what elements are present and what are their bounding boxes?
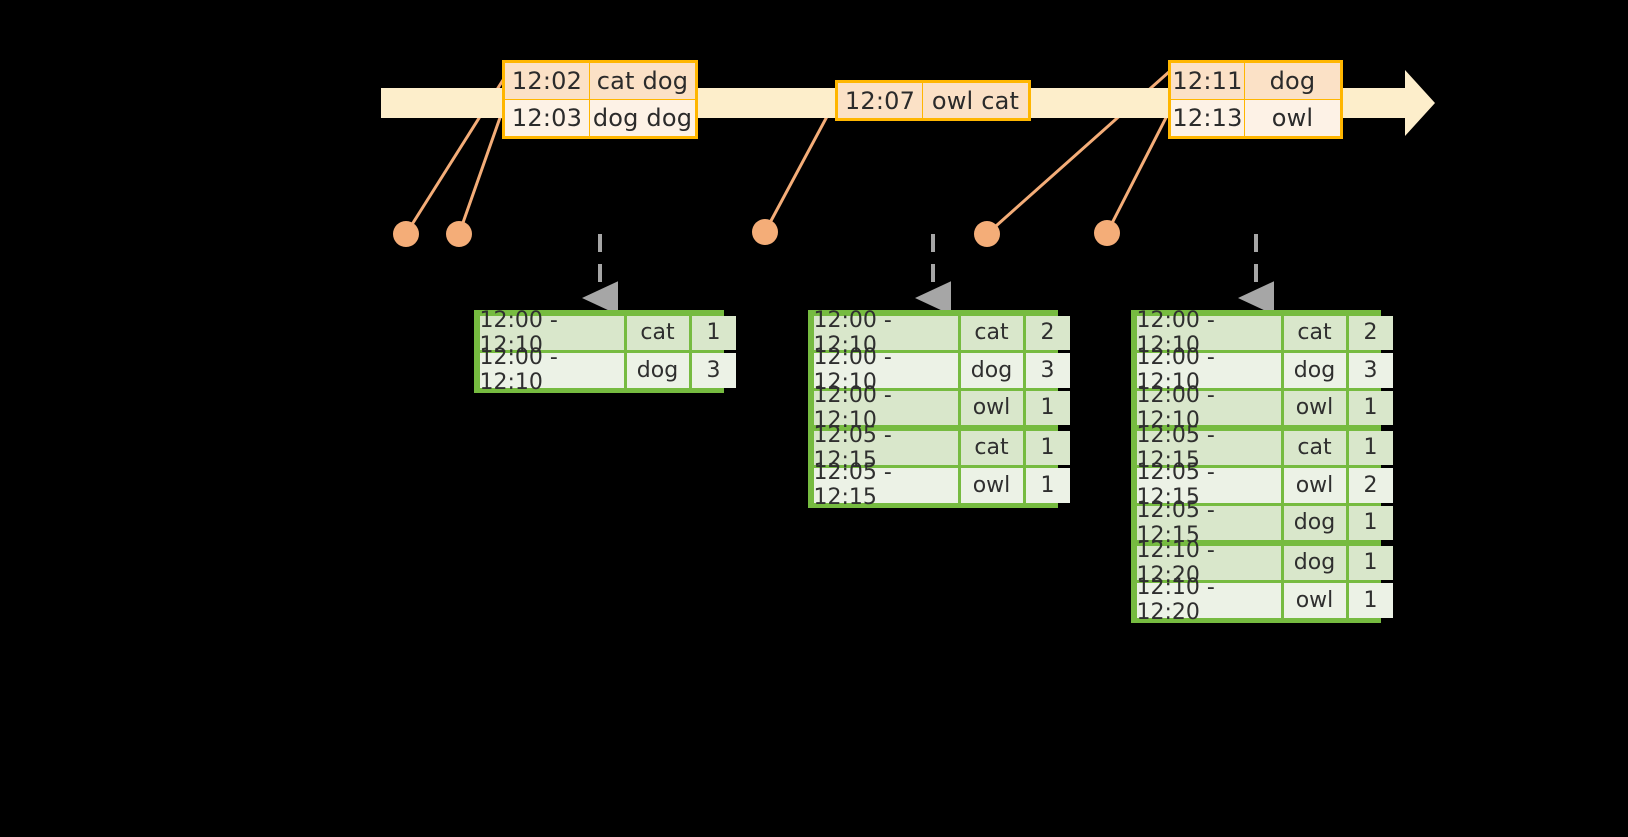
key-cell: owl xyxy=(960,468,1023,503)
window-cell: 12:05 - 12:15 xyxy=(1136,498,1281,548)
event-payload: owl cat xyxy=(923,83,1028,118)
count-cell: 1 xyxy=(1348,390,1393,425)
event-payload: cat dog xyxy=(590,63,695,99)
count-cell: 3 xyxy=(1025,353,1070,388)
count-cell: 1 xyxy=(1348,583,1393,618)
count-cell: 1 xyxy=(1025,468,1070,503)
key-cell: cat xyxy=(960,430,1023,465)
event-payload: dog xyxy=(1245,63,1340,99)
key-cell: dog xyxy=(1283,545,1346,580)
event-timestamp: 12:02 xyxy=(505,63,590,99)
event-payload: dog dog xyxy=(590,100,695,136)
key-cell: owl xyxy=(1283,468,1346,503)
count-cell: 1 xyxy=(691,315,736,350)
event-dot-1203-a xyxy=(446,221,472,247)
key-cell: cat xyxy=(1283,315,1346,350)
window-cell: 12:05 - 12:15 xyxy=(1136,423,1281,473)
count-cell: 1 xyxy=(1025,430,1070,465)
count-cell: 2 xyxy=(1348,468,1393,503)
window-cell: 12:00 - 12:10 xyxy=(813,345,958,395)
window-cell: 12:10 - 12:20 xyxy=(1136,575,1281,625)
event-dot-1202-a xyxy=(393,221,419,247)
key-cell: cat xyxy=(960,315,1023,350)
key-cell: dog xyxy=(960,353,1023,388)
count-cell: 1 xyxy=(1348,545,1393,580)
count-cell: 3 xyxy=(691,353,736,388)
event-dot-1213 xyxy=(1094,220,1120,246)
count-cell: 1 xyxy=(1348,505,1393,540)
event-dot-1207 xyxy=(752,219,778,245)
key-cell: cat xyxy=(626,315,689,350)
key-cell: owl xyxy=(1283,390,1346,425)
key-cell: owl xyxy=(960,390,1023,425)
event-timestamp: 12:13 xyxy=(1171,100,1245,136)
window-cell: 12:05 - 12:15 xyxy=(813,460,958,510)
event-connector-line xyxy=(1105,105,1174,234)
arrow-right-icon xyxy=(1375,70,1435,136)
count-cell: 1 xyxy=(1348,430,1393,465)
window-cell: 12:00 - 12:10 xyxy=(813,383,958,433)
count-cell: 2 xyxy=(1025,315,1070,350)
event-timestamp: 12:11 xyxy=(1171,63,1245,99)
event-timestamp: 12:03 xyxy=(505,100,590,136)
key-cell: dog xyxy=(1283,505,1346,540)
window-cell: 12:00 - 12:10 xyxy=(479,345,624,395)
dashed-down-arrows xyxy=(582,234,1274,315)
key-cell: dog xyxy=(1283,353,1346,388)
event-timestamp: 12:07 xyxy=(838,83,923,118)
count-cell: 2 xyxy=(1348,315,1393,350)
event-payload: owl xyxy=(1245,100,1340,136)
key-cell: cat xyxy=(1283,430,1346,465)
count-cell: 3 xyxy=(1348,353,1393,388)
event-dot-1211 xyxy=(974,221,1000,247)
key-cell: dog xyxy=(626,353,689,388)
key-cell: owl xyxy=(1283,583,1346,618)
count-cell: 1 xyxy=(1025,390,1070,425)
window-cell: 12:05 - 12:15 xyxy=(1136,460,1281,510)
window-cell: 12:00 - 12:10 xyxy=(1136,383,1281,433)
